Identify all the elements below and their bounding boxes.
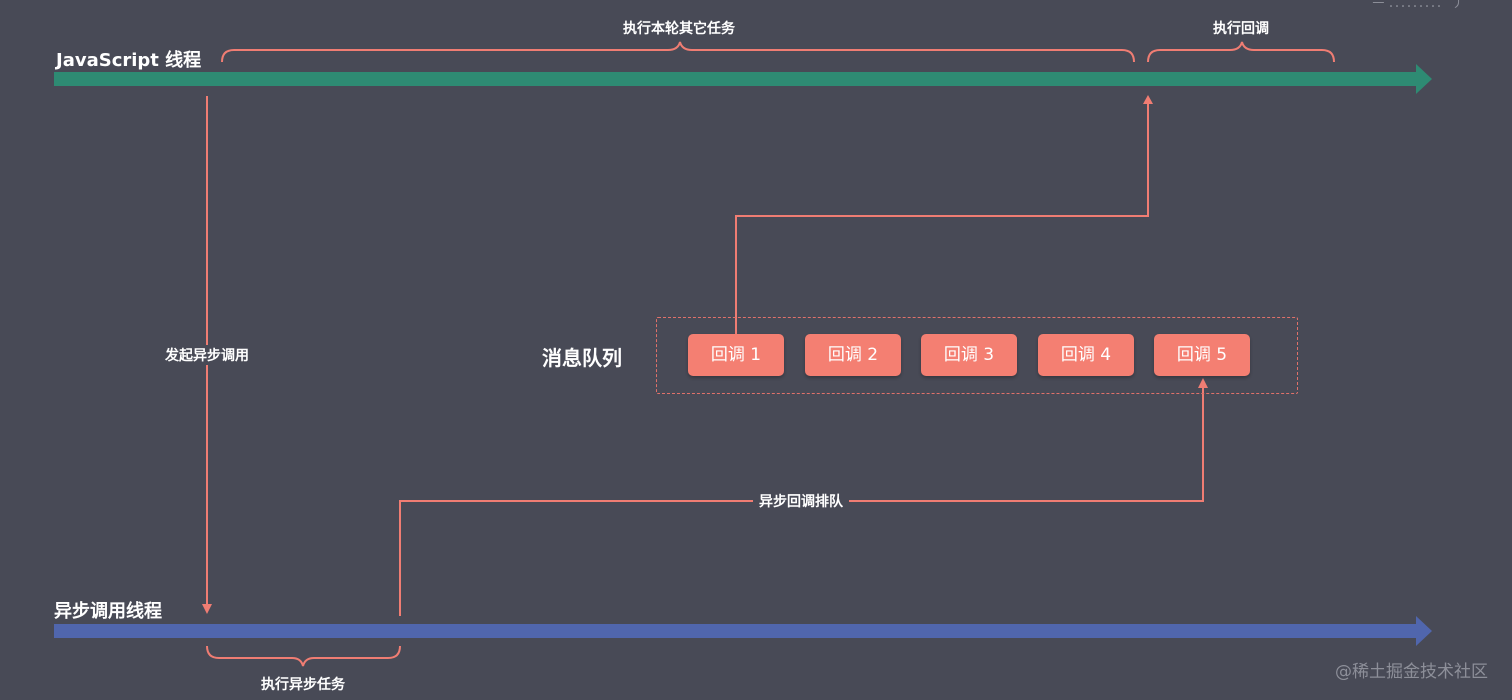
js-thread-arrow xyxy=(54,64,1432,94)
brace-run-other-tasks xyxy=(221,41,1135,63)
js-thread-bar xyxy=(54,72,1420,86)
connector-run-callback xyxy=(735,95,1153,334)
async-thread-bar xyxy=(54,624,1420,638)
connector-start-async-call xyxy=(202,96,212,614)
connector-queue-callback xyxy=(399,378,1208,616)
brace-run-callback xyxy=(1147,41,1335,63)
brace-run-async-task xyxy=(206,645,401,667)
async-thread-arrowhead xyxy=(1416,616,1432,646)
js-thread-arrowhead xyxy=(1416,64,1432,94)
async-thread-arrow xyxy=(54,616,1432,646)
